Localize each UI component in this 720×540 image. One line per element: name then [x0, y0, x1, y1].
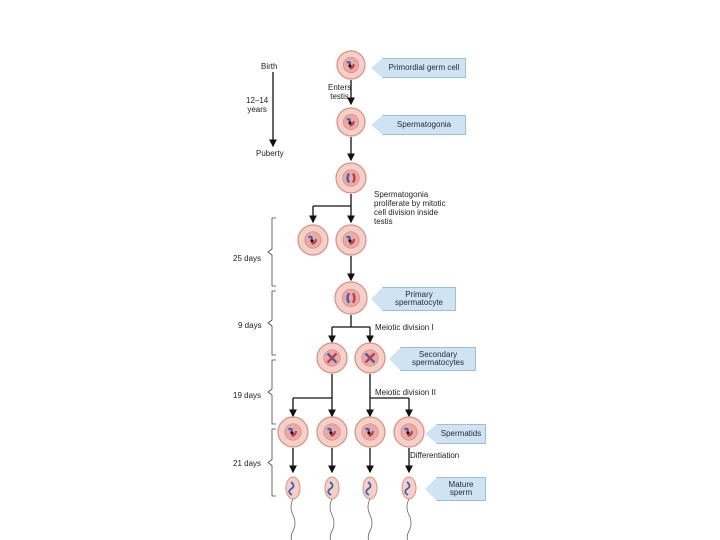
note-meiotic-division-1: Meiotic division I	[375, 323, 434, 332]
duration-25-days: 25 days	[233, 254, 262, 263]
cell-mature-sperm-2-chromatin	[327, 481, 334, 496]
cell-mature-sperm-3-tail	[367, 498, 373, 540]
duration-9-days: 9 days	[238, 321, 262, 330]
cell-secondary-spermatocyte-left-chromosome-red	[326, 352, 338, 364]
cell-primordial-germ-cell-chromosome-red	[349, 63, 356, 70]
cell-mature-sperm-3-chromatin	[365, 481, 372, 496]
cell-spermatid-3-centromere	[367, 431, 371, 435]
bracket-9-days	[267, 290, 276, 356]
bracket-19-days	[267, 359, 276, 425]
cell-spermatid-1-centromere	[290, 431, 294, 435]
cell-mature-sperm-1-tail	[290, 498, 296, 540]
cell-spermatid-1-chromosome-red	[291, 430, 298, 437]
cell-spermatogonium-right-centromere	[348, 239, 352, 243]
cell-spermatogonia-centromere	[348, 121, 352, 125]
tag-spermatids: Spermatids	[436, 424, 486, 444]
cell-spermatid-4-chromosome-red	[407, 430, 414, 437]
cell-primordial-germ-cell-centromere	[348, 64, 352, 68]
cell-spermatid-2-chromosome-red	[330, 430, 337, 437]
tag-spermatogonia-text: Spermatogonia	[396, 120, 452, 129]
cell-mature-sperm-1-chromatin	[288, 481, 295, 496]
cell-primary-spermatocyte-chromosome-blue	[346, 292, 351, 304]
cell-secondary-spermatocyte-right-chromosome-red	[364, 352, 376, 364]
tag-primary-spermatocyte: Primary spermatocyte	[382, 287, 456, 311]
note-proliferate: Spermatogonia proliferate by mitotic cel…	[374, 190, 446, 226]
cell-spermatogonia-chromosome-red	[349, 120, 356, 127]
cell-spermatogonium-right-chromosome-red	[349, 238, 356, 245]
duration-21-days: 21 days	[233, 459, 262, 468]
cell-spermatogonium-left-chromosome-red	[311, 238, 318, 245]
tag-mature-sperm: Mature sperm	[436, 477, 486, 501]
note-differentiation: Differentiation	[410, 451, 460, 460]
cell-proliferating-spermatogonium-nucleus	[342, 169, 360, 187]
tag-primordial-germ-cell: Primordial germ cell	[382, 58, 466, 78]
cell-mature-sperm-2-tail	[329, 498, 335, 540]
bracket-25-days	[267, 217, 276, 287]
label-birth: Birth	[261, 62, 278, 71]
label-puberty: Puberty	[256, 149, 284, 158]
cell-primary-spermatocyte-nucleus	[341, 288, 361, 308]
cell-primary-spermatocyte-chromosome-red	[351, 292, 356, 304]
tag-spermatogonia: Spermatogonia	[382, 115, 466, 135]
tag-secondary-spermatocytes: Secondary spermatocytes	[400, 347, 476, 371]
cell-spermatogonium-left-centromere	[310, 239, 314, 243]
cell-proliferating-spermatogonium-chromosome-red	[351, 172, 356, 184]
note-enters-testis: Enters testis	[328, 83, 352, 101]
cell-mature-sperm-4-chromatin	[404, 481, 411, 496]
cell-spermatid-4-centromere	[406, 431, 410, 435]
cell-proliferating-spermatogonium-chromosome-blue	[346, 172, 351, 184]
cell-mature-sperm-4-tail	[406, 498, 412, 540]
label-years: 12–14 years	[246, 96, 269, 114]
tag-spermatids-text: Spermatids	[440, 429, 482, 438]
tag-mature-sperm-text: Mature sperm	[448, 480, 474, 497]
tag-primary-spermatocyte-text: Primary spermatocyte	[394, 290, 444, 307]
tag-secondary-spermatocytes-text: Secondary spermatocytes	[411, 350, 465, 367]
tag-primordial-germ-cell-text: Primordial germ cell	[388, 63, 460, 72]
cell-spermatid-2-centromere	[329, 431, 333, 435]
note-meiotic-division-2: Meiotic division II	[375, 388, 436, 397]
bracket-21-days	[267, 428, 276, 497]
duration-19-days: 19 days	[233, 391, 262, 400]
cell-spermatid-3-chromosome-red	[368, 430, 375, 437]
